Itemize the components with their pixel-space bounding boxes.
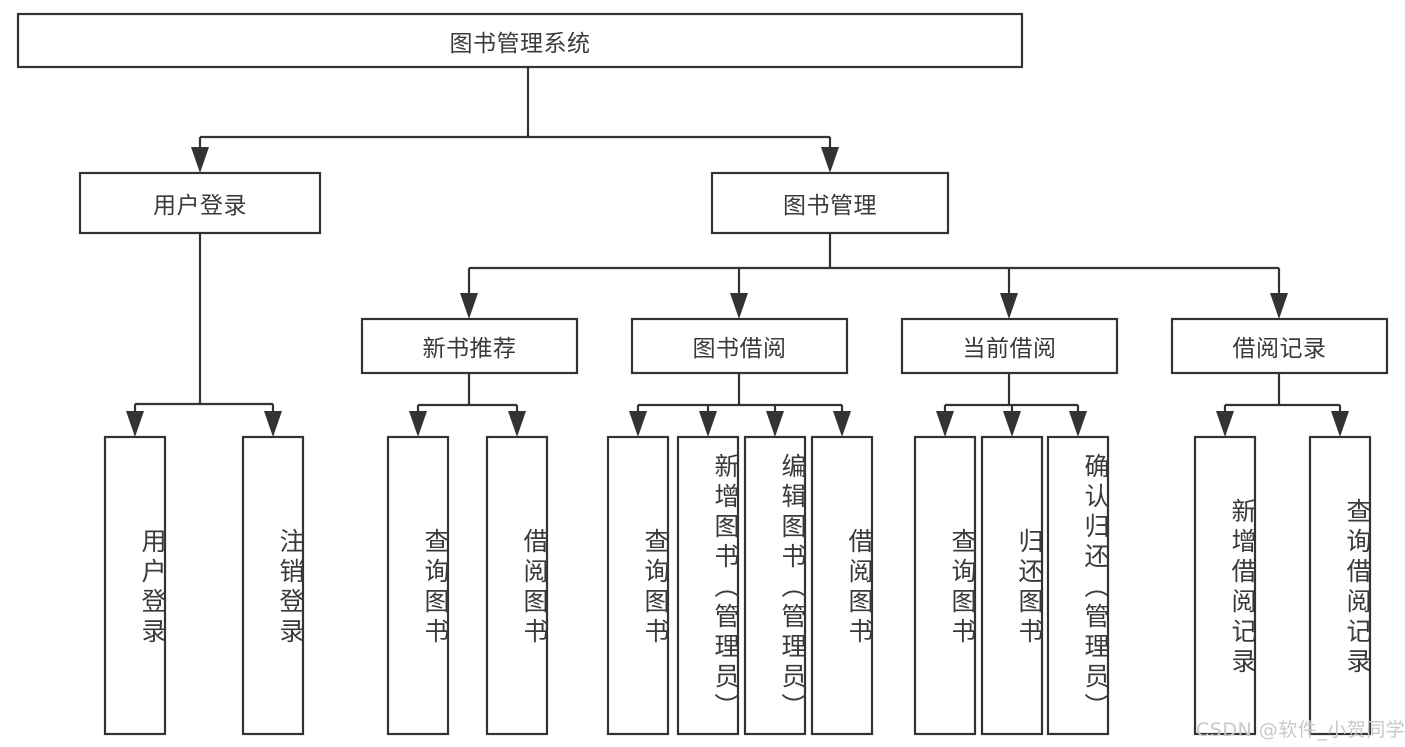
arrow-head-userlogin-0 bbox=[126, 411, 144, 437]
arrow-head-recommend-1 bbox=[508, 411, 526, 437]
arrow-head-borrow-2 bbox=[766, 411, 784, 437]
arrow-head-borrow-1 bbox=[699, 411, 717, 437]
node-leaf-query-book-2[interactable] bbox=[606, 435, 670, 736]
arrow-head-userlogin-1 bbox=[264, 411, 282, 437]
node-leaf-user-login[interactable] bbox=[103, 435, 167, 736]
node-leaf-add-record[interactable] bbox=[1193, 435, 1257, 736]
node-leaf-add-book[interactable] bbox=[676, 435, 740, 736]
arrow-head-root-0 bbox=[191, 147, 209, 173]
node-leaf-confirm-return[interactable] bbox=[1046, 435, 1110, 736]
node-leaf-query-book-1[interactable] bbox=[386, 435, 450, 736]
arrow-head-record-1 bbox=[1331, 411, 1349, 437]
node-leaf-borrow-book-1[interactable] bbox=[485, 435, 549, 736]
arrow-head-root-1 bbox=[821, 147, 839, 173]
arrow-head-bookmgmt-2 bbox=[1000, 293, 1018, 319]
arrow-head-current-2 bbox=[1069, 411, 1087, 437]
arrow-head-current-1 bbox=[1003, 411, 1021, 437]
node-current-borrow[interactable] bbox=[900, 317, 1119, 375]
arrow-head-record-0 bbox=[1216, 411, 1234, 437]
csdn-watermark: CSDN @软件_小贺同学 bbox=[1196, 719, 1405, 741]
node-user-login[interactable] bbox=[78, 171, 322, 235]
arrow-head-borrow-3 bbox=[833, 411, 851, 437]
node-book-borrow[interactable] bbox=[630, 317, 849, 375]
node-leaf-edit-book[interactable] bbox=[743, 435, 807, 736]
node-leaf-borrow-book-2[interactable] bbox=[810, 435, 874, 736]
node-borrow-record[interactable] bbox=[1170, 317, 1389, 375]
node-leaf-logout[interactable] bbox=[241, 435, 305, 736]
connector-layer bbox=[126, 67, 1349, 437]
arrow-head-bookmgmt-1 bbox=[730, 293, 748, 319]
node-box-layer bbox=[16, 12, 1389, 736]
arrow-head-bookmgmt-3 bbox=[1270, 293, 1288, 319]
node-leaf-query-record[interactable] bbox=[1308, 435, 1372, 736]
node-root-system[interactable] bbox=[16, 12, 1024, 69]
arrow-head-borrow-0 bbox=[629, 411, 647, 437]
node-leaf-return-book[interactable] bbox=[980, 435, 1044, 736]
arrow-head-recommend-0 bbox=[409, 411, 427, 437]
node-book-management[interactable] bbox=[710, 171, 950, 235]
node-leaf-query-book-3[interactable] bbox=[913, 435, 977, 736]
node-new-book-recommend[interactable] bbox=[360, 317, 579, 375]
arrow-head-current-0 bbox=[936, 411, 954, 437]
arrow-head-bookmgmt-0 bbox=[460, 293, 478, 319]
